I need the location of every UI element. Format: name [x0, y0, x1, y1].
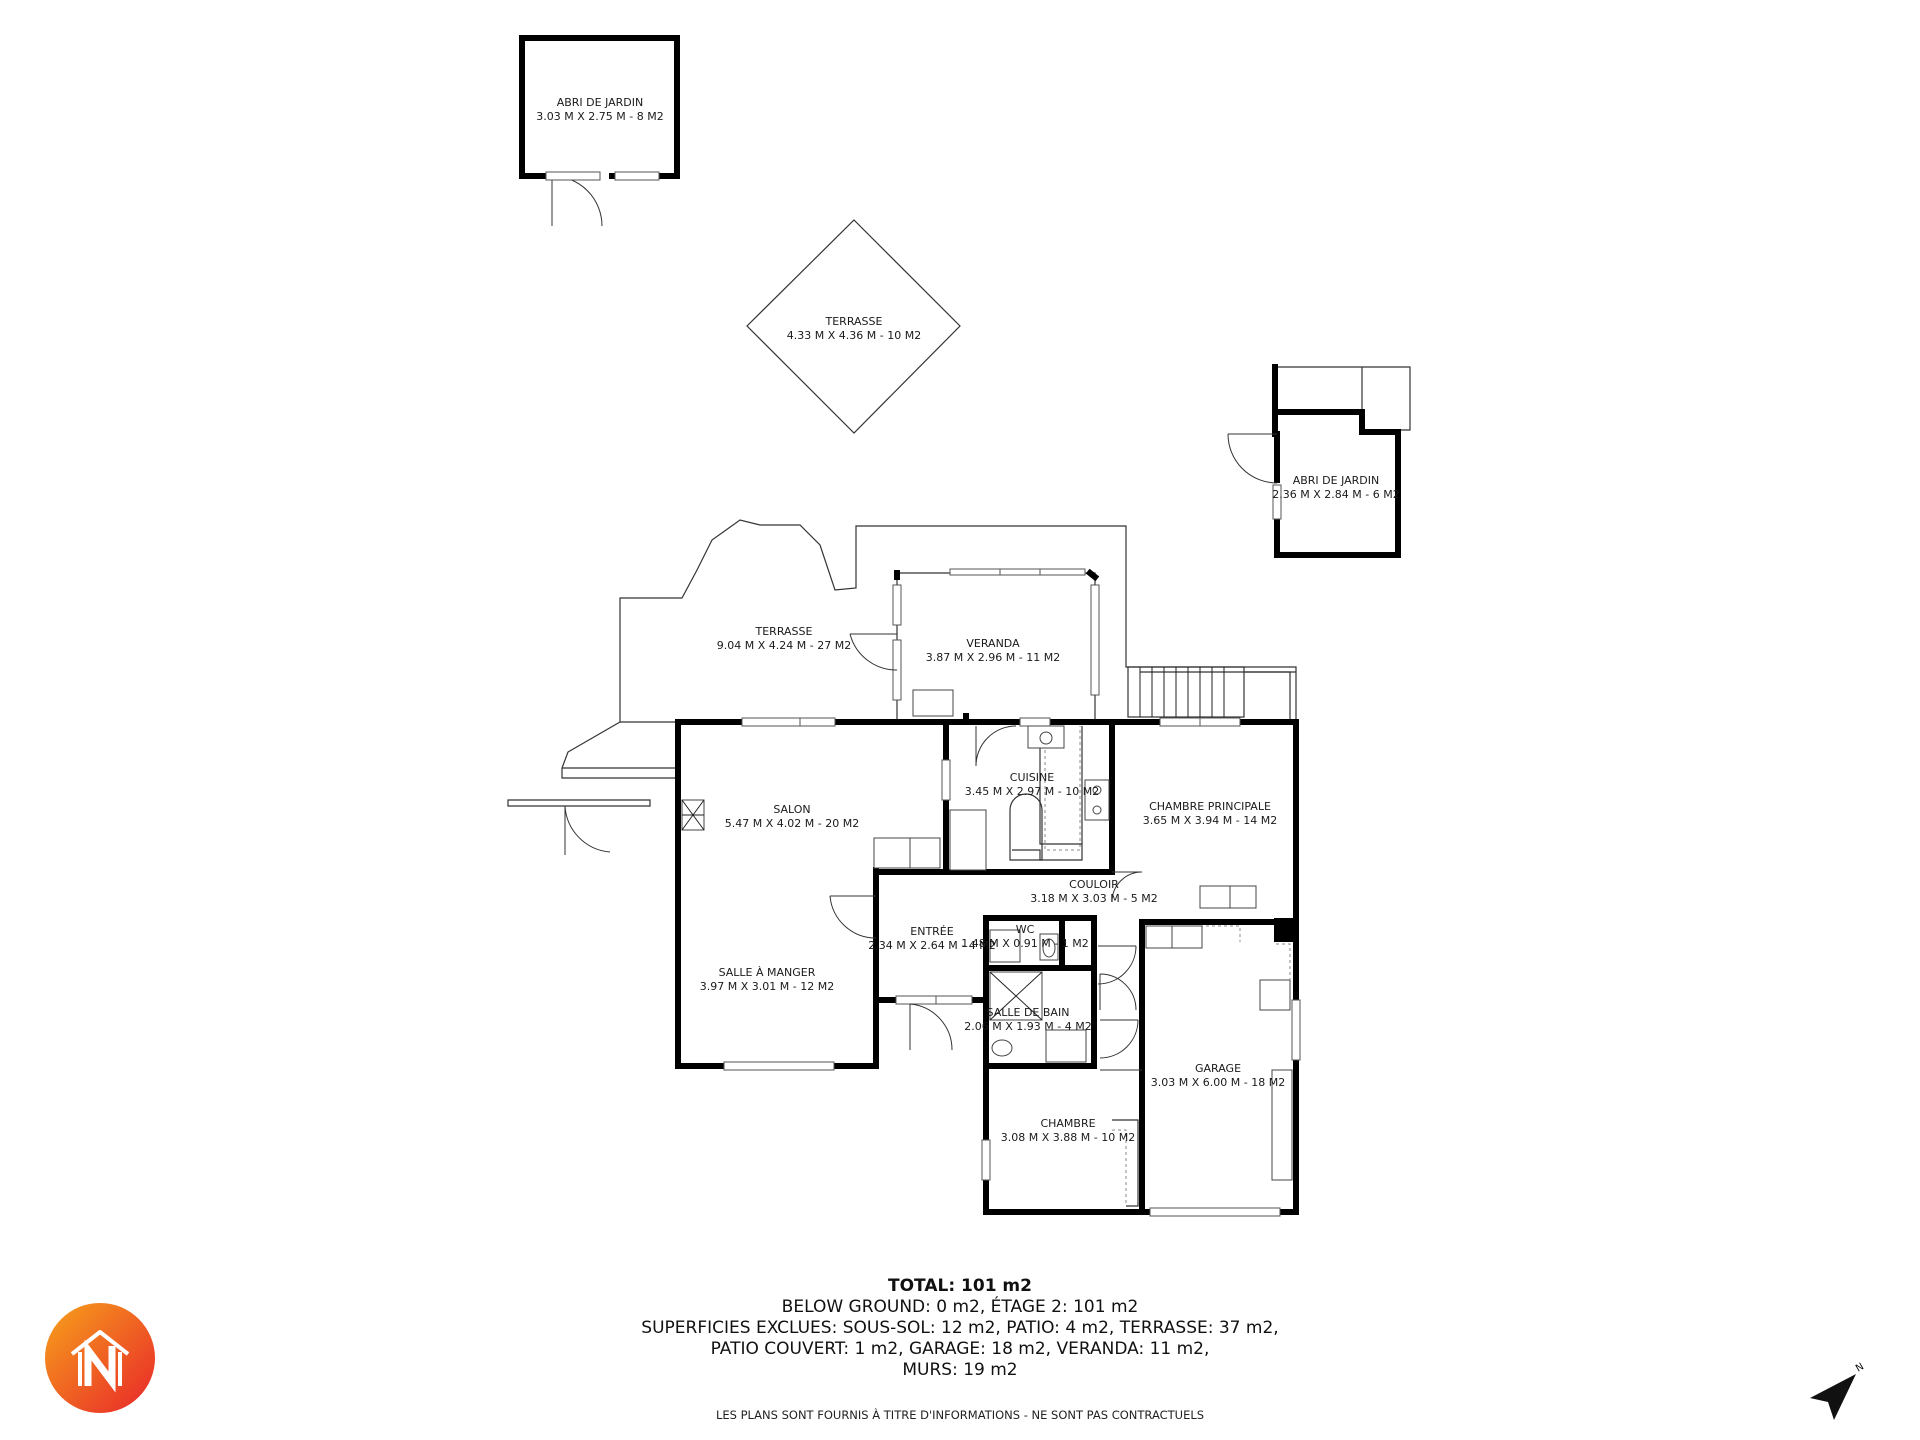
- room-dims: 3.97 M X 3.01 M - 12 M2: [700, 980, 834, 993]
- area-summary: TOTAL: 101 m2 BELOW GROUND: 0 m2, ÉTAGE …: [460, 1276, 1460, 1381]
- total-area: TOTAL: 101 m2: [888, 1276, 1032, 1296]
- disclaimer: LES PLANS SONT FOURNIS À TITRE D'INFORMA…: [715, 1408, 1205, 1422]
- room-name: ABRI DE JARDIN: [1293, 474, 1380, 487]
- room-dims: 3.65 M X 3.94 M - 14 M2: [1143, 814, 1277, 827]
- summary-line-1: BELOW GROUND: 0 m2, ÉTAGE 2: 101 m2: [781, 1297, 1139, 1317]
- veranda: VERANDA 3.87 M X 2.96 M - 11 M2: [849, 568, 1100, 720]
- room-dims: 5.47 M X 4.02 M - 20 M2: [725, 817, 859, 830]
- room-dims: 3.87 M X 2.96 M - 11 M2: [926, 651, 1060, 664]
- room-dims: 3.03 M X 2.75 M - 8 M2: [536, 110, 663, 123]
- exterior-stairs: [1127, 666, 1291, 720]
- room-name: SALLE À MANGER: [719, 966, 816, 979]
- room-name: SALLE DE BAIN: [987, 1006, 1070, 1019]
- room-dims: 3.45 M X 2.97 M - 10 M2: [965, 785, 1099, 798]
- garden-shed-1: ABRI DE JARDIN 3.03 M X 2.75 M - 8 M2: [519, 35, 680, 227]
- summary-line-3: PATIO COUVERT: 1 m2, GARAGE: 18 m2, VERA…: [710, 1339, 1210, 1359]
- room-name: GARAGE: [1195, 1062, 1241, 1075]
- house-windows: [723, 717, 1301, 1217]
- terrace-1: TERRASSE 4.33 M X 4.36 M - 10 M2: [746, 219, 961, 434]
- room-name: ENTRÉE: [910, 925, 953, 938]
- room-name: SALON: [773, 803, 810, 816]
- room-name: CHAMBRE PRINCIPALE: [1149, 800, 1271, 813]
- room-dims: 1.48 M X 0.91 M - 1 M2: [961, 937, 1088, 950]
- house-room-labels: SALON 5.47 M X 4.02 M - 20 M2 CUISINE 3.…: [700, 771, 1285, 1144]
- room-name: TERRASSE: [755, 625, 813, 638]
- room-name: ABRI DE JARDIN: [557, 96, 644, 109]
- room-name: COULOIR: [1069, 878, 1119, 891]
- north-arrow-icon: N: [1810, 1361, 1866, 1420]
- room-dims: 4.33 M X 4.36 M - 10 M2: [787, 329, 921, 342]
- room-dims: 3.18 M X 3.03 M - 5 M2: [1030, 892, 1157, 905]
- room-dims: 2.06 M X 1.93 M - 4 M2: [964, 1020, 1091, 1033]
- room-dims: 9.04 M X 4.24 M - 27 M2: [717, 639, 851, 652]
- summary-line-4: MURS: 19 m2: [902, 1360, 1018, 1380]
- room-name: WC: [1016, 923, 1035, 936]
- house-n-logo: [45, 1303, 155, 1413]
- room-dims: 2.36 M X 2.84 M - 6 M2: [1272, 488, 1399, 501]
- room-dims: 2.34 M X 2.64 M - 4 M2: [868, 939, 995, 952]
- room-dims: 3.08 M X 3.88 M - 10 M2: [1001, 1131, 1135, 1144]
- room-dims: 3.03 M X 6.00 M - 18 M2: [1151, 1076, 1285, 1089]
- garden-shed-2: ABRI DE JARDIN 2.36 M X 2.84 M - 6 M2: [1227, 364, 1411, 558]
- room-name: CUISINE: [1010, 771, 1054, 784]
- room-name: CHAMBRE: [1040, 1117, 1095, 1130]
- room-name: VERANDA: [966, 637, 1020, 650]
- fixtures: [681, 725, 1293, 1207]
- house-doors: [829, 725, 1143, 1071]
- room-name: TERRASSE: [825, 315, 883, 328]
- compass-label: N: [1854, 1361, 1866, 1374]
- summary-line-2: SUPERFICIES EXCLUES: SOUS-SOL: 12 m2, PA…: [641, 1318, 1279, 1338]
